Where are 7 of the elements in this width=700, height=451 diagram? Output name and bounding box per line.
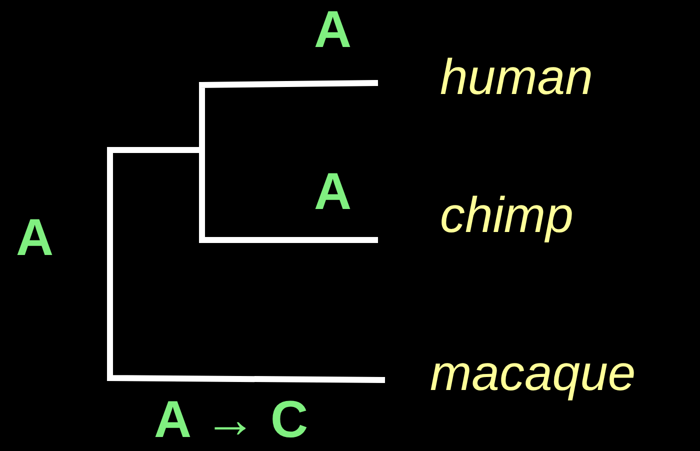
- taxon-label: human: [440, 52, 593, 102]
- base-label: A: [314, 166, 352, 218]
- base-label: A: [314, 4, 352, 56]
- base-label: A → C: [154, 394, 308, 446]
- taxon-label: chimp: [440, 190, 574, 240]
- base-label: A: [16, 212, 54, 264]
- taxon-label: macaque: [430, 348, 636, 398]
